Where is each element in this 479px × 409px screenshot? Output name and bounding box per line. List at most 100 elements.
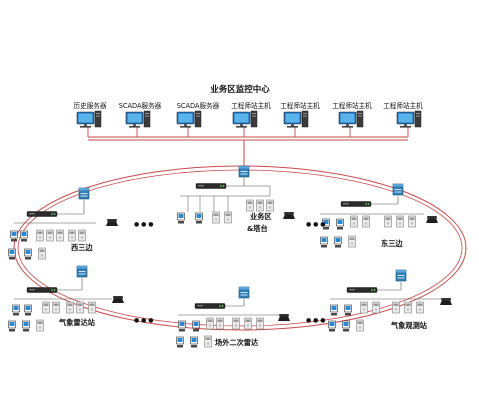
- plc-module-icon: [224, 211, 232, 224]
- workstation-icon: [125, 110, 151, 129]
- server-drop-lines: [87, 127, 409, 137]
- network-switch-icon: [76, 265, 88, 278]
- cluster-offsite-radar: 场外二次雷达: [176, 299, 290, 348]
- pc-icon: [192, 320, 200, 332]
- server-labels: 历史服务器 SCADA服务器 SCADA服务器 工程师站主机 工程师站主机 工程…: [74, 101, 424, 110]
- plc-module-icon: [78, 229, 86, 242]
- pc-icon: [334, 236, 342, 248]
- ellipsis-dots: ● ● ●: [306, 221, 326, 228]
- plc-module-icon: [372, 301, 380, 314]
- plc-module-icon: [52, 301, 60, 314]
- server-bus: [88, 136, 408, 141]
- workstation-icon: [232, 110, 258, 129]
- rack-device-icon: [346, 287, 378, 293]
- network-switch-icon: [238, 165, 250, 178]
- camera-icon: [244, 317, 252, 330]
- plc-module-icon: [36, 229, 44, 242]
- camera-icon: [384, 215, 392, 228]
- pc-icon: [190, 336, 198, 348]
- network-switch-icon: [395, 269, 407, 282]
- station-label-tower: &塔台: [247, 224, 268, 233]
- server-label-engineer-2: 工程师站主机: [280, 101, 320, 110]
- plc-module-icon: [38, 247, 46, 260]
- server-workstations: [76, 110, 422, 129]
- pc-icon: [24, 304, 32, 316]
- pc-icon: [8, 320, 16, 332]
- rack-device-icon: [26, 287, 58, 293]
- station-label-west: 西三边: [71, 243, 93, 252]
- camera-icon: [408, 215, 416, 228]
- phone-icon: [426, 216, 438, 223]
- pc-icon: [24, 248, 32, 260]
- workstation-icon: [283, 110, 309, 129]
- camera-icon: [246, 199, 254, 212]
- phone-icon: [112, 296, 124, 303]
- server-label-engineer-1: 工程师站主机: [231, 101, 271, 110]
- plc-module-icon: [204, 335, 212, 348]
- station-label-weather-radar: 气象雷达站: [58, 318, 96, 327]
- camera-icon: [256, 199, 264, 212]
- pc-icon: [336, 218, 344, 230]
- camera-icon: [232, 317, 240, 330]
- plc-module-icon: [56, 229, 64, 242]
- pc-icon: [8, 248, 16, 260]
- station-label-business: 业务区: [250, 212, 272, 221]
- pc-icon: [177, 212, 185, 224]
- network-switch-icon: [78, 187, 90, 200]
- rack-device-icon: [26, 211, 58, 217]
- plc-module-icon: [42, 301, 50, 314]
- pc-icon: [20, 230, 28, 242]
- server-label-engineer-3: 工程师站主机: [332, 101, 372, 110]
- plc-module-icon: [212, 211, 220, 224]
- page-title: 业务区监控中心: [210, 84, 270, 95]
- pc-icon: [178, 320, 186, 332]
- cluster-weather-radar: 气象雷达站: [8, 278, 124, 332]
- phone-icon: [440, 298, 452, 305]
- phone-icon: [106, 219, 118, 226]
- plc-module-icon: [216, 317, 224, 330]
- station-label-weather-observation: 气象观测站: [390, 321, 428, 330]
- camera-icon: [256, 317, 264, 330]
- plc-module-icon: [362, 215, 370, 228]
- plc-module-icon: [356, 319, 364, 332]
- pc-icon: [330, 304, 338, 316]
- phone-icon: [283, 212, 295, 219]
- pc-icon: [344, 304, 352, 316]
- camera-icon: [66, 301, 74, 314]
- camera-icon: [266, 199, 274, 212]
- pc-icon: [12, 304, 20, 316]
- workstation-icon: [396, 110, 422, 129]
- phone-icon: [278, 314, 290, 321]
- cluster-west: 西三边: [8, 200, 118, 260]
- pc-icon: [342, 320, 350, 332]
- camera-icon: [76, 301, 84, 314]
- cluster-east: 东三边: [320, 196, 438, 248]
- pc-icon: [320, 236, 328, 248]
- camera-icon: [392, 301, 400, 314]
- ellipsis-markers: ● ● ● ● ● ● ● ● ● ● ● ●: [134, 221, 326, 324]
- plc-module-icon: [350, 215, 358, 228]
- cluster-weather-observation: 气象观测站: [328, 282, 452, 332]
- pc-icon: [176, 336, 184, 348]
- server-label-history: 历史服务器: [74, 101, 107, 110]
- ellipsis-dots: ● ● ●: [134, 317, 154, 324]
- plc-module-icon: [206, 317, 214, 330]
- workstation-icon: [176, 110, 202, 129]
- camera-icon: [404, 301, 412, 314]
- ellipsis-dots: ● ● ●: [306, 317, 326, 324]
- camera-icon: [416, 301, 424, 314]
- plc-module-icon: [68, 229, 76, 242]
- plc-module-icon: [36, 319, 44, 332]
- rack-device-icon: [340, 201, 372, 207]
- server-label-engineer-4: 工程师站主机: [383, 101, 423, 110]
- plc-module-icon: [348, 235, 356, 248]
- station-label-east: 东三边: [381, 239, 403, 248]
- plc-module-icon: [360, 301, 368, 314]
- network-switch-icon: [392, 183, 404, 196]
- rack-device-icon: [195, 183, 227, 189]
- network-switch-icon: [238, 286, 250, 299]
- pc-icon: [328, 320, 336, 332]
- station-label-offsite-radar: 场外二次雷达: [215, 338, 259, 347]
